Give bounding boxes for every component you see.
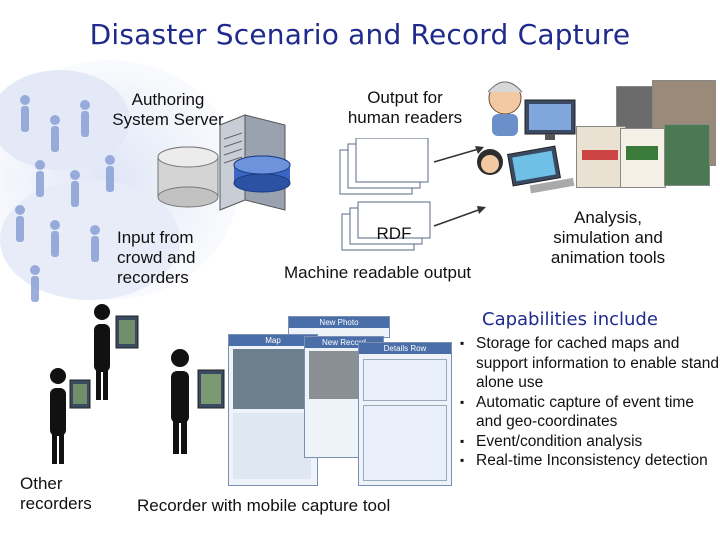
capability-item: ▪Real-time Inconsistency detection [460,452,708,469]
rdf-docs-icon [341,201,431,251]
other-recorders-label: Other recorders [20,474,92,513]
capability-item: ▪Event/condition analysis [460,432,643,450]
crowd-cloud [0,60,240,302]
readers-illustration [477,81,576,194]
diagram-title: Disaster Scenario and Record Capture [89,18,631,51]
recorder-figures [50,304,225,464]
human-docs-icon [339,138,429,195]
mobile-capture-mockup: New Photo Map New Record Details Row [228,316,456,486]
details-panel: Details Row [358,342,452,486]
output-human-label: Output for human readers [347,88,463,127]
books-illustration [568,80,718,190]
server-database-icon [157,114,291,211]
rdf-label: RDF [376,224,412,243]
authoring-server-label: Authoring System Server [112,90,224,129]
recorder-tool-label: Recorder with mobile capture tool [137,496,391,515]
capabilities-heading: Capabilities include [482,309,658,330]
map-panel: Map [228,334,318,486]
input-label: Input from crowd and recorders [117,228,196,287]
capability-item: ▪Automatic capture of event time and geo… [460,393,694,431]
capability-item: ▪Storage for cached maps and support inf… [460,335,719,391]
new-photo-panel: New Photo [288,316,390,338]
arrow-to-analysis [433,206,486,227]
arrow-to-readers [433,146,484,163]
analysis-label: Analysis, simulation and animation tools [550,208,666,267]
machine-output-label: Machine readable output [284,263,472,282]
capabilities-list: ▪Storage for cached maps and support inf… [460,334,720,471]
